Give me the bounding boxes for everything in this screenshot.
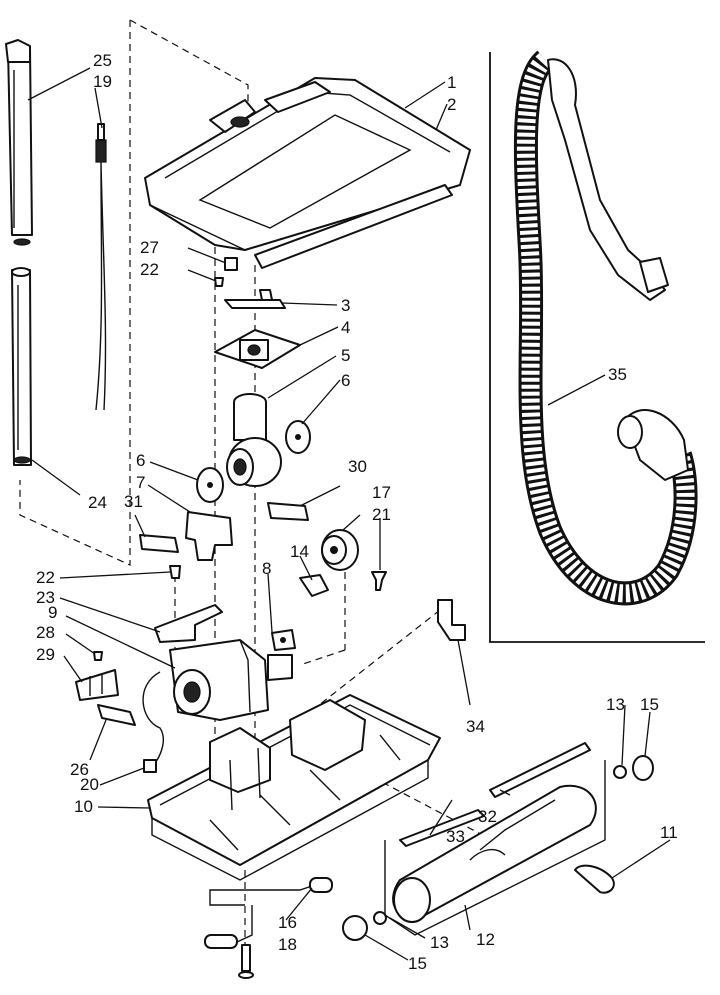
- brush-guard: [437, 599, 466, 641]
- fan-disc-left: [196, 467, 224, 503]
- bristle-strip-lower: [399, 809, 485, 847]
- switch-pad: [97, 704, 136, 726]
- callout-14: 14: [290, 542, 309, 561]
- switch-part: [75, 669, 119, 701]
- lower-wand-tube: [11, 267, 32, 466]
- hood-cover: [144, 77, 471, 269]
- motor-assembly: [142, 639, 293, 773]
- hose-inset-frame: [489, 52, 705, 643]
- callout-4: 4: [341, 318, 350, 337]
- callout-34: 34: [466, 717, 485, 736]
- brushroll-box: [384, 760, 606, 936]
- callout-22-lower: 22: [36, 568, 55, 587]
- callout-35: 35: [608, 365, 627, 384]
- callout-17: 17: [372, 483, 391, 502]
- callout-18: 18: [278, 935, 297, 954]
- callout-25: 25: [93, 51, 112, 70]
- bracket-part: [214, 329, 301, 369]
- callout-6-left: 6: [136, 451, 145, 470]
- end-cap-right: [613, 755, 654, 781]
- fan-housing: [226, 393, 282, 487]
- callout-12: 12: [476, 930, 495, 949]
- callout-31: 31: [124, 492, 143, 511]
- callout-9: 9: [48, 603, 57, 622]
- motor-mount-bracket: [185, 511, 233, 561]
- brushroll: [392, 784, 597, 923]
- power-cord: [95, 123, 107, 411]
- callout-32: 32: [478, 807, 497, 826]
- nut-and-screw-upper: [214, 257, 238, 287]
- callout-labels: 1 2 3 4 5 6 6 7 8 9 10 11 12 13 13 14 15…: [36, 51, 678, 973]
- callout-22-upper: 22: [140, 260, 159, 279]
- callout-8: 8: [262, 559, 271, 578]
- filter-pad-left: [139, 534, 179, 553]
- callout-10: 10: [74, 797, 93, 816]
- callout-29: 29: [36, 645, 55, 664]
- callout-6-right: 6: [341, 371, 350, 390]
- pulley-screw: [371, 571, 387, 591]
- callout-23: 23: [36, 588, 55, 607]
- callout-15-right: 15: [640, 695, 659, 714]
- callout-leaders: [27, 67, 671, 961]
- callout-13-lower: 13: [430, 933, 449, 952]
- callout-11: 11: [660, 823, 678, 842]
- callout-20: 20: [80, 775, 99, 794]
- callout-19: 19: [93, 72, 112, 91]
- callout-26: 26: [70, 760, 89, 779]
- callout-1: 1: [447, 73, 456, 92]
- clip-part: [224, 289, 286, 309]
- bristle-strip-upper: [489, 742, 591, 798]
- end-cap-left: [342, 911, 387, 941]
- callout-2: 2: [447, 95, 456, 114]
- callout-21: 21: [372, 505, 391, 524]
- callout-33: 33: [446, 827, 465, 846]
- filter-pad-right: [267, 502, 309, 521]
- callout-27: 27: [140, 238, 159, 257]
- callout-30: 30: [348, 457, 367, 476]
- base-housing: [147, 694, 441, 881]
- pulley-part: [321, 529, 359, 571]
- callout-28: 28: [36, 623, 55, 642]
- flexible-hose: [513, 50, 698, 606]
- fan-disc-right: [285, 420, 311, 454]
- callout-3: 3: [341, 296, 350, 315]
- washer-part: [93, 651, 103, 661]
- motor-bracket-plate: [154, 604, 223, 643]
- upper-wand-tube: [5, 39, 33, 246]
- callout-15-lower: 15: [408, 954, 427, 973]
- callout-16: 16: [278, 913, 297, 932]
- callout-5: 5: [341, 346, 350, 365]
- callout-24: 24: [88, 493, 107, 512]
- pedal-handle: [204, 877, 333, 979]
- small-clip-part: [299, 574, 329, 597]
- callout-7: 7: [136, 473, 145, 492]
- callout-13-right: 13: [606, 695, 625, 714]
- drive-belt: [574, 864, 615, 894]
- screw-lower: [169, 565, 181, 579]
- bearing-part: [271, 629, 296, 651]
